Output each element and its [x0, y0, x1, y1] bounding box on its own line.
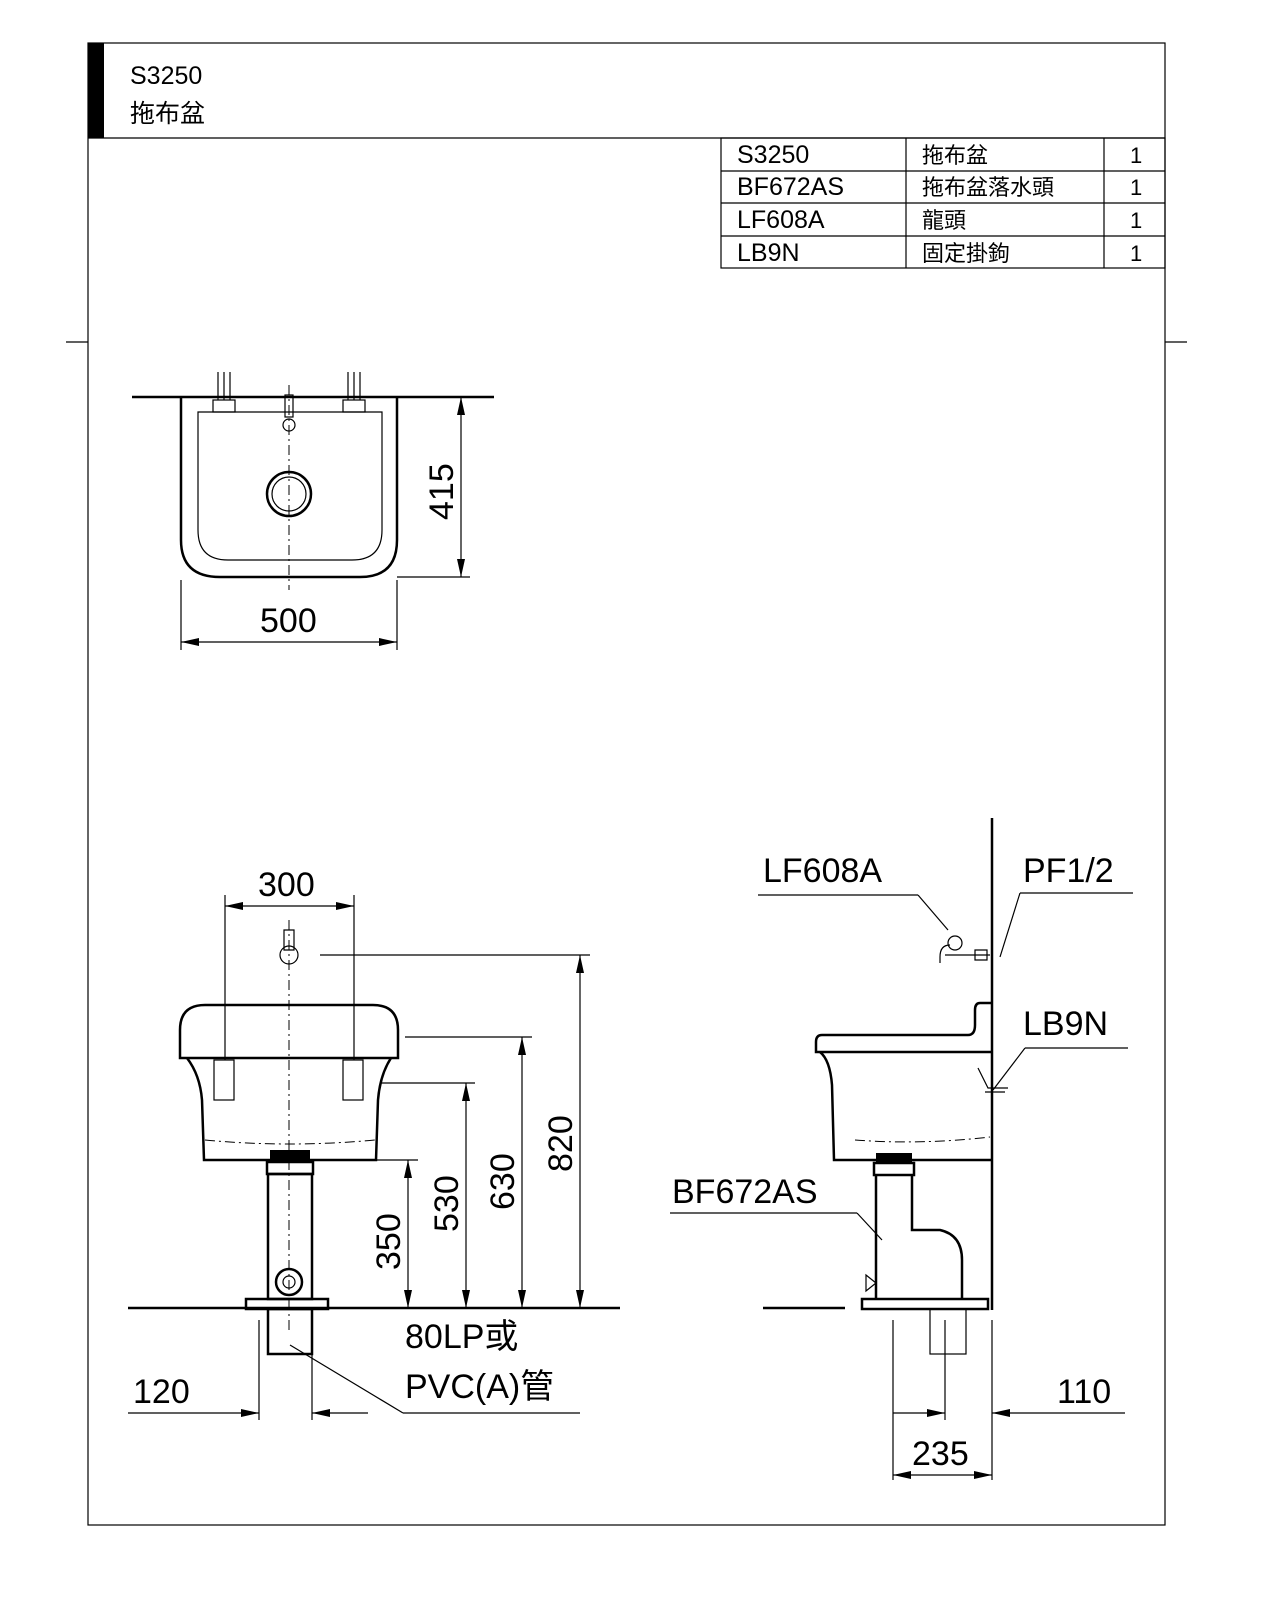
title-name: 拖布盆 [130, 100, 205, 128]
front-view: 300 820 630 530 350 120 80LP或 PVC(A)管 [128, 866, 620, 1420]
label-thread: PF1/2 [1023, 852, 1114, 890]
dim-110: 110 [1057, 1373, 1111, 1411]
pipe-note-line2: PVC(A)管 [405, 1368, 554, 1406]
part-qty: 1 [1130, 241, 1142, 266]
dim-depth-415: 415 [423, 463, 461, 520]
dim-height-350: 350 [370, 1213, 408, 1270]
part-name: 龍頭 [922, 208, 966, 233]
part-qty: 1 [1130, 143, 1142, 168]
part-code: S3250 [737, 141, 809, 169]
table-row: BF672AS 拖布盆落水頭 1 [737, 173, 1142, 201]
dim-tap-spacing-300: 300 [258, 866, 315, 904]
title-model: S3250 [130, 62, 202, 90]
dim-offset-120: 120 [133, 1373, 190, 1411]
part-code: LF608A [737, 206, 825, 234]
table-row: LB9N 固定掛鉤 1 [737, 239, 1142, 267]
side-view: LF608A PF1/2 LB9N BF672AS 110 235 [670, 818, 1133, 1480]
dim-height-530: 530 [428, 1175, 466, 1232]
table-row: LF608A 龍頭 1 [737, 206, 1142, 234]
title-bar-accent [88, 43, 104, 138]
part-code: BF672AS [737, 173, 844, 201]
label-drain: BF672AS [672, 1173, 818, 1211]
part-name: 拖布盆落水頭 [922, 175, 1054, 200]
table-row: S3250 拖布盆 1 [737, 141, 1142, 169]
top-view: 500 415 [132, 372, 494, 650]
part-name: 固定掛鉤 [922, 241, 1010, 266]
part-qty: 1 [1130, 208, 1142, 233]
label-hook: LB9N [1023, 1005, 1108, 1043]
dim-height-630: 630 [484, 1153, 522, 1210]
dim-width-500: 500 [260, 602, 317, 640]
dim-height-820: 820 [542, 1115, 580, 1172]
dim-235: 235 [912, 1435, 969, 1473]
drawing-frame [87, 42, 1166, 1526]
part-code: LB9N [737, 239, 800, 267]
part-name: 拖布盆 [922, 143, 988, 168]
label-faucet: LF608A [763, 852, 882, 890]
part-qty: 1 [1130, 175, 1142, 200]
parts-table: S3250 拖布盆 1 BF672AS 拖布盆落水頭 1 LF608A 龍頭 1… [720, 137, 1166, 269]
pipe-note-line1: 80LP或 [405, 1318, 518, 1356]
